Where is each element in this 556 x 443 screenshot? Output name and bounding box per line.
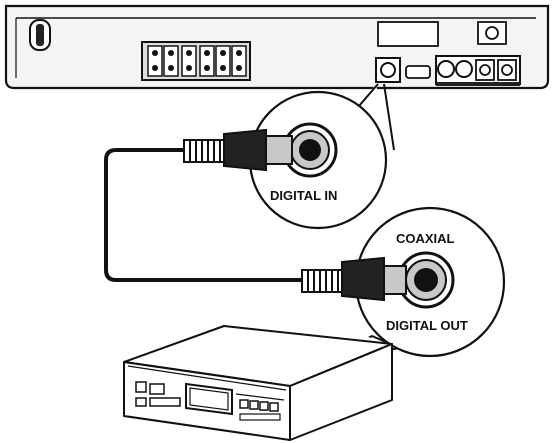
speaker-terminal-block [141, 41, 251, 81]
lower-rca-plug [301, 256, 407, 302]
coaxial-label: COAXIAL [396, 231, 455, 246]
panel-knob [29, 19, 51, 51]
upper-rca-plug [183, 128, 293, 172]
coaxial-cable [104, 148, 302, 282]
digital-in-label: DIGITAL IN [270, 188, 337, 203]
coaxial-in-socket [375, 57, 401, 83]
device-front-panel [135, 381, 285, 421]
audio-sockets [435, 55, 521, 86]
digital-in-socket-zoom [282, 122, 338, 178]
scart-port [377, 21, 439, 47]
external-device [123, 325, 393, 441]
optical-port [405, 65, 431, 79]
digital-out-socket-zoom [397, 251, 455, 309]
main-unit-rear-panel [4, 4, 550, 90]
digital-out-label: DIGITAL OUT [386, 318, 468, 333]
